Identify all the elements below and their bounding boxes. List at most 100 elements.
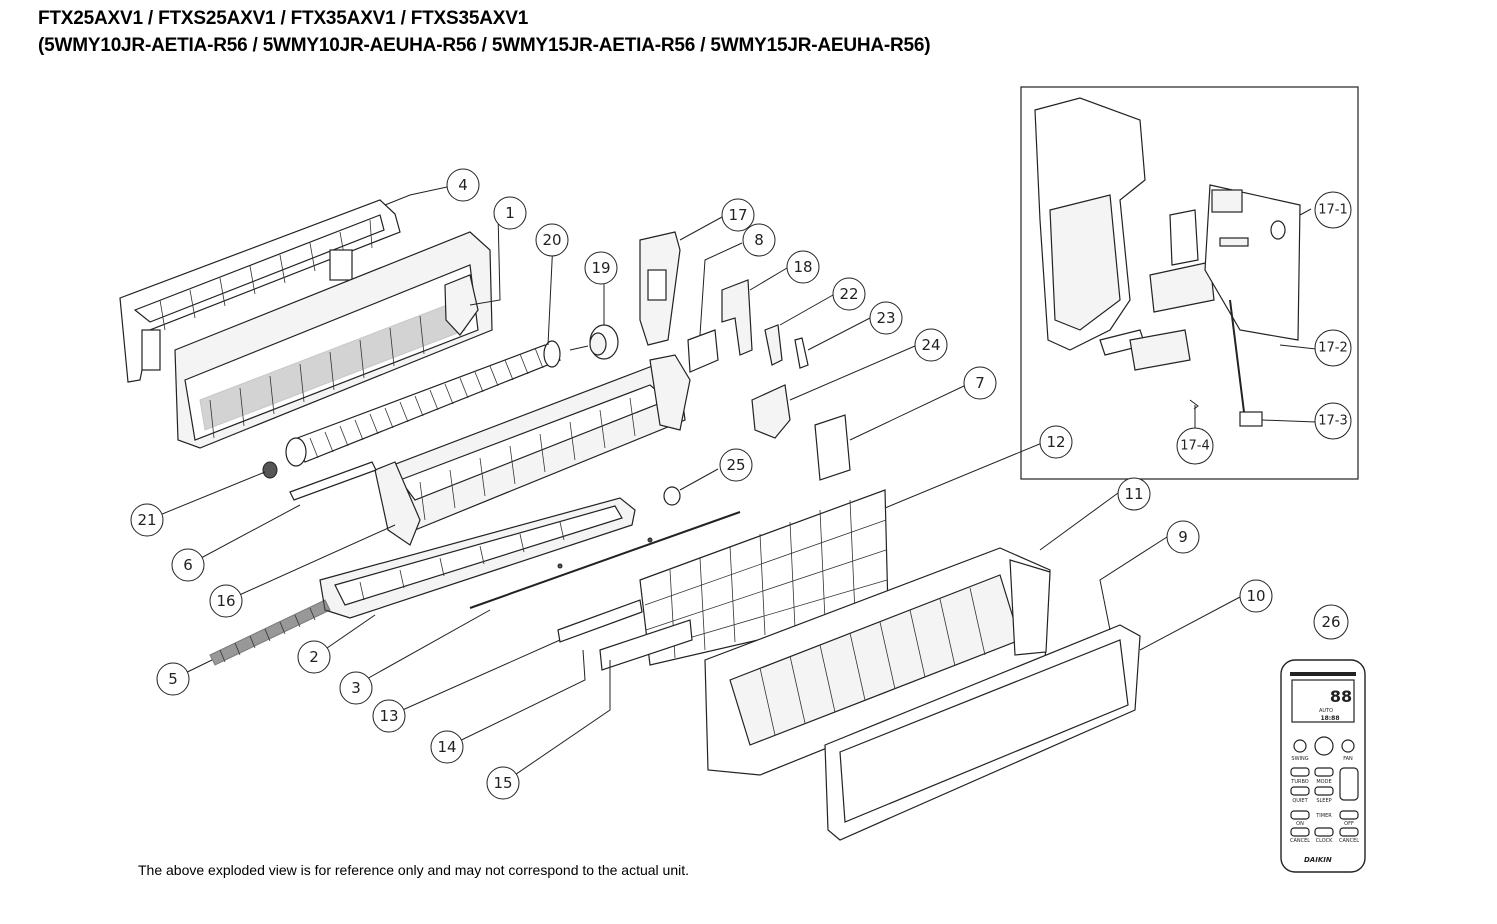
remote-label-turbo: TURBO [1290,779,1309,785]
remote-temp-rocker[interactable] [1339,767,1359,801]
callout-1: 1 [493,196,527,230]
page-title: FTX25AXV1 / FTXS25AXV1 / FTX35AXV1 / FTX… [38,8,529,29]
callout-7: 7 [963,366,997,400]
remote-cancel-on-button[interactable] [1290,827,1310,837]
inset-electrical-box [1034,97,1301,427]
svg-text:20: 20 [542,231,561,249]
leader-lines [149,186,1317,784]
svg-text:23: 23 [876,309,895,327]
remote-sleep-button[interactable] [1314,786,1334,796]
callout-12: 12 [1039,425,1073,459]
callout-17-2: 17-2 [1314,329,1352,367]
svg-text:10: 10 [1246,587,1265,605]
callout-10: 10 [1239,579,1273,613]
remote-label-timer: TIMER [1315,813,1332,819]
callout-15: 15 [486,766,520,800]
callout-20: 20 [535,223,569,257]
part-swing-rod [469,511,741,609]
callout-19: 19 [584,251,618,285]
remote-timer-on-button[interactable] [1290,810,1310,820]
part-heat-exchanger [374,354,691,546]
remote-mode-button[interactable] [1314,767,1334,777]
remote-label-fan: FAN [1343,756,1353,762]
callout-17-1: 17-1 [1314,191,1352,229]
callout-18: 18 [786,250,820,284]
remote-label-sleep: SLEEP [1316,798,1331,804]
svg-text:17-4: 17-4 [1180,439,1210,454]
remote-swing-button[interactable] [1293,739,1307,753]
remote-fan-button[interactable] [1341,739,1355,753]
part-drain-hose [209,599,331,666]
svg-text:4: 4 [458,176,468,194]
svg-text:2: 2 [309,648,319,666]
part-mounting-plate [119,199,401,383]
remote-brand-logo: DAIKIN [1304,856,1332,864]
part-main-chassis [174,231,493,449]
svg-text:19: 19 [591,259,610,277]
callout-4: 4 [446,168,480,202]
callout-22: 22 [832,277,866,311]
svg-text:8: 8 [754,231,764,249]
svg-text:13: 13 [379,707,398,725]
remote-cancel-off-button[interactable] [1339,827,1359,837]
callout-24: 24 [914,328,948,362]
part-filter-strip [557,599,693,671]
svg-text:12: 12 [1046,433,1065,451]
svg-text:11: 11 [1124,485,1143,503]
svg-text:6: 6 [183,556,193,574]
remote-controller: 88 AUTO 18:88 SWING FAN TURBO MODE QUIET… [1280,659,1366,873]
svg-text:18: 18 [793,258,812,276]
remote-quiet-button[interactable] [1290,786,1310,796]
part-pipe [289,461,377,501]
page-subtitle: (5WMY10JR-AETIA-R56 / 5WMY10JR-AEUHA-R56… [38,35,931,56]
part-front-grille [704,547,1051,776]
part-drain-pan [319,497,636,619]
remote-display [1291,679,1355,723]
callout-23: 23 [869,301,903,335]
remote-timer-off-button[interactable] [1339,810,1359,820]
callout-5: 5 [156,662,190,696]
svg-text:17-3: 17-3 [1318,414,1348,429]
remote-display-time: 18:88 [1320,715,1339,722]
callout-9: 9 [1166,520,1200,554]
part-bearing [262,461,278,479]
remote-label-off: OFF [1344,821,1354,827]
inset-box [1020,86,1359,480]
callout-16: 16 [209,584,243,618]
callout-6: 6 [171,548,205,582]
callout-2: 2 [297,640,331,674]
svg-text:26: 26 [1321,613,1340,631]
remote-display-temp: 88 [1330,687,1352,706]
footnote: The above exploded view is for reference… [138,862,689,878]
callout-8: 8 [742,223,776,257]
callout-13: 13 [372,699,406,733]
remote-label-quiet: QUIET [1292,798,1308,804]
svg-text:7: 7 [975,374,985,392]
callout-26: 26 [1313,604,1349,640]
remote-power-button[interactable] [1314,736,1334,756]
callout-25: 25 [719,448,753,482]
part-clamp [764,324,809,369]
svg-text:22: 22 [839,285,858,303]
svg-text:25: 25 [726,456,745,474]
svg-text:14: 14 [437,738,456,756]
svg-text:9: 9 [1178,528,1188,546]
remote-label-swing: SWING [1291,756,1308,762]
remote-label-on: ON [1296,821,1304,827]
remote-turbo-button[interactable] [1290,767,1310,777]
part-bracket [687,329,719,373]
callout-17-4: 17-4 [1176,427,1214,465]
remote-label-cancel-2: CANCEL [1339,838,1359,844]
part-display-cover [814,414,851,481]
svg-text:17-1: 17-1 [1318,203,1348,218]
part-control-box [639,231,681,346]
remote-clock-button[interactable] [1314,827,1334,837]
remote-display-mode: AUTO [1319,708,1333,714]
svg-text:17: 17 [728,206,747,224]
svg-text:1: 1 [505,204,515,222]
remote-label-mode: MODE [1316,779,1331,785]
callout-14: 14 [430,730,464,764]
callout-17: 17 [721,198,755,232]
svg-text:24: 24 [921,336,940,354]
